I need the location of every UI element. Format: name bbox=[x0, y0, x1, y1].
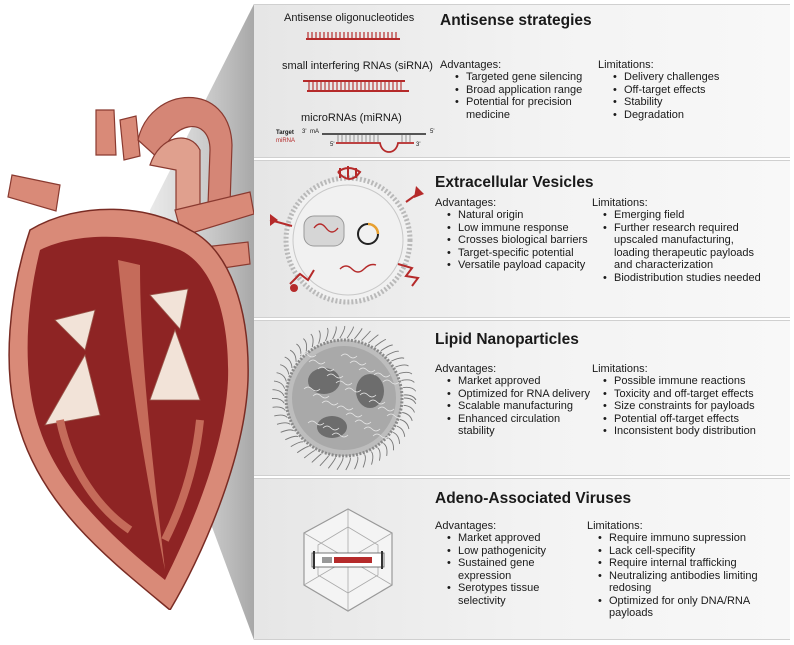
target-3prime: 3' bbox=[302, 129, 307, 135]
advantage-item: Scalable manufacturing bbox=[444, 400, 594, 413]
limitations-label: Limitations: bbox=[598, 59, 654, 71]
mirna-binding-icon bbox=[322, 133, 426, 153]
limitation-item: Degradation bbox=[610, 109, 780, 122]
target-label: Target bbox=[276, 130, 294, 136]
panel-title: Lipid Nanoparticles bbox=[435, 331, 579, 348]
extracellular-vesicle-icon bbox=[269, 166, 424, 305]
advantage-item: Enhanced circulation stability bbox=[444, 413, 594, 438]
target-ma: mA bbox=[310, 129, 319, 135]
panel-antisense-strategies: Antisense strategies Antisense oligonucl… bbox=[254, 4, 790, 158]
advantage-item: Serotypes tissue selectivity bbox=[444, 582, 584, 607]
mirna-5prime: 5' bbox=[330, 142, 335, 148]
mirna-small-label: miRNA bbox=[276, 138, 295, 144]
panel-adeno-associated-viruses: Adeno-Associated Viruses Advantages: Mar… bbox=[254, 478, 790, 640]
advantages-list: Natural origin Low immune response Cross… bbox=[444, 209, 594, 272]
advantage-item: Crosses biological barriers bbox=[444, 234, 594, 247]
advantage-item: Targeted gene silencing bbox=[452, 71, 602, 84]
panel-title: Adeno-Associated Viruses bbox=[435, 490, 632, 507]
advantage-item: Broad application range bbox=[452, 84, 602, 97]
limitation-item: Delivery challenges bbox=[610, 71, 780, 84]
advantage-item: Versatile payload capacity bbox=[444, 259, 594, 272]
limitations-list: Require immuno supression Lack cell-spec… bbox=[595, 532, 780, 620]
limitation-item: Require internal trafficking bbox=[595, 557, 780, 570]
limitation-item: Possible immune reactions bbox=[600, 375, 780, 388]
advantage-item: Optimized for RNA delivery bbox=[444, 388, 594, 401]
advantage-item: Market approved bbox=[444, 532, 584, 545]
advantages-label: Advantages: bbox=[440, 59, 502, 71]
limitation-item: Off-target effects bbox=[610, 84, 780, 97]
sirna-label: small interfering RNAs (siRNA) bbox=[282, 60, 433, 72]
limitations-list: Emerging field Further research required… bbox=[600, 209, 770, 284]
limitation-item: Neutralizing antibodies limiting redosin… bbox=[595, 570, 780, 595]
advantage-item: Natural origin bbox=[444, 209, 594, 222]
advantages-label: Advantages: bbox=[435, 197, 497, 209]
aso-strand-icon bbox=[306, 32, 400, 40]
limitation-item: Further research required upscaled manuf… bbox=[600, 222, 770, 272]
heart-illustration bbox=[7, 97, 255, 610]
limitation-item: Require immuno supression bbox=[595, 532, 780, 545]
panel-extracellular-vesicles: Extracellular Vesicles Advantages: Natur… bbox=[254, 160, 790, 318]
advantages-label: Advantages: bbox=[435, 363, 497, 375]
limitation-item: Emerging field bbox=[600, 209, 770, 222]
limitation-item: Optimized for only DNA/RNA payloads bbox=[595, 595, 780, 620]
advantages-list: Market approved Low pathogenicity Sustai… bbox=[444, 532, 584, 607]
limitations-label: Limitations: bbox=[587, 520, 643, 532]
panel-title: Antisense strategies bbox=[440, 12, 592, 29]
mirna-label: microRNAs (miRNA) bbox=[301, 112, 402, 124]
advantages-list: Market approved Optimized for RNA delive… bbox=[444, 375, 594, 438]
advantage-item: Market approved bbox=[444, 375, 594, 388]
aav-capsid-icon bbox=[303, 508, 393, 612]
advantage-item: Low pathogenicity bbox=[444, 545, 584, 558]
sirna-duplex-icon bbox=[303, 80, 409, 92]
limitations-label: Limitations: bbox=[592, 197, 648, 209]
limitation-item: Biodistribution studies needed bbox=[600, 272, 770, 285]
limitations-list: Delivery challenges Off-target effects S… bbox=[610, 71, 780, 121]
advantages-list: Targeted gene silencing Broad applicatio… bbox=[452, 71, 602, 121]
target-5prime: 5' bbox=[430, 129, 435, 135]
limitation-item: Lack cell-specifity bbox=[595, 545, 780, 558]
advantage-item: Sustained gene expression bbox=[444, 557, 584, 582]
limitations-label: Limitations: bbox=[592, 363, 648, 375]
advantage-item: Target-specific potential bbox=[444, 247, 594, 260]
lipid-nanoparticle-icon bbox=[271, 325, 417, 471]
limitation-item: Size constraints for payloads bbox=[600, 400, 780, 413]
limitations-list: Possible immune reactions Toxicity and o… bbox=[600, 375, 780, 438]
mirna-3prime: 3' bbox=[416, 142, 421, 148]
aso-label: Antisense oligonucleotides bbox=[284, 12, 415, 24]
limitation-item: Toxicity and off-target effects bbox=[600, 388, 780, 401]
panel-title: Extracellular Vesicles bbox=[435, 174, 594, 191]
panel-lipid-nanoparticles: Lipid Nanoparticles Advantages: Market a… bbox=[254, 320, 790, 476]
advantage-item: Low immune response bbox=[444, 222, 594, 235]
limitation-item: Stability bbox=[610, 96, 780, 109]
advantages-label: Advantages: bbox=[435, 520, 497, 532]
advantage-item: Potential for precision medicine bbox=[452, 96, 602, 121]
limitation-item: Potential off-target effects bbox=[600, 413, 780, 426]
limitation-item: Inconsistent body distribution bbox=[600, 425, 780, 438]
